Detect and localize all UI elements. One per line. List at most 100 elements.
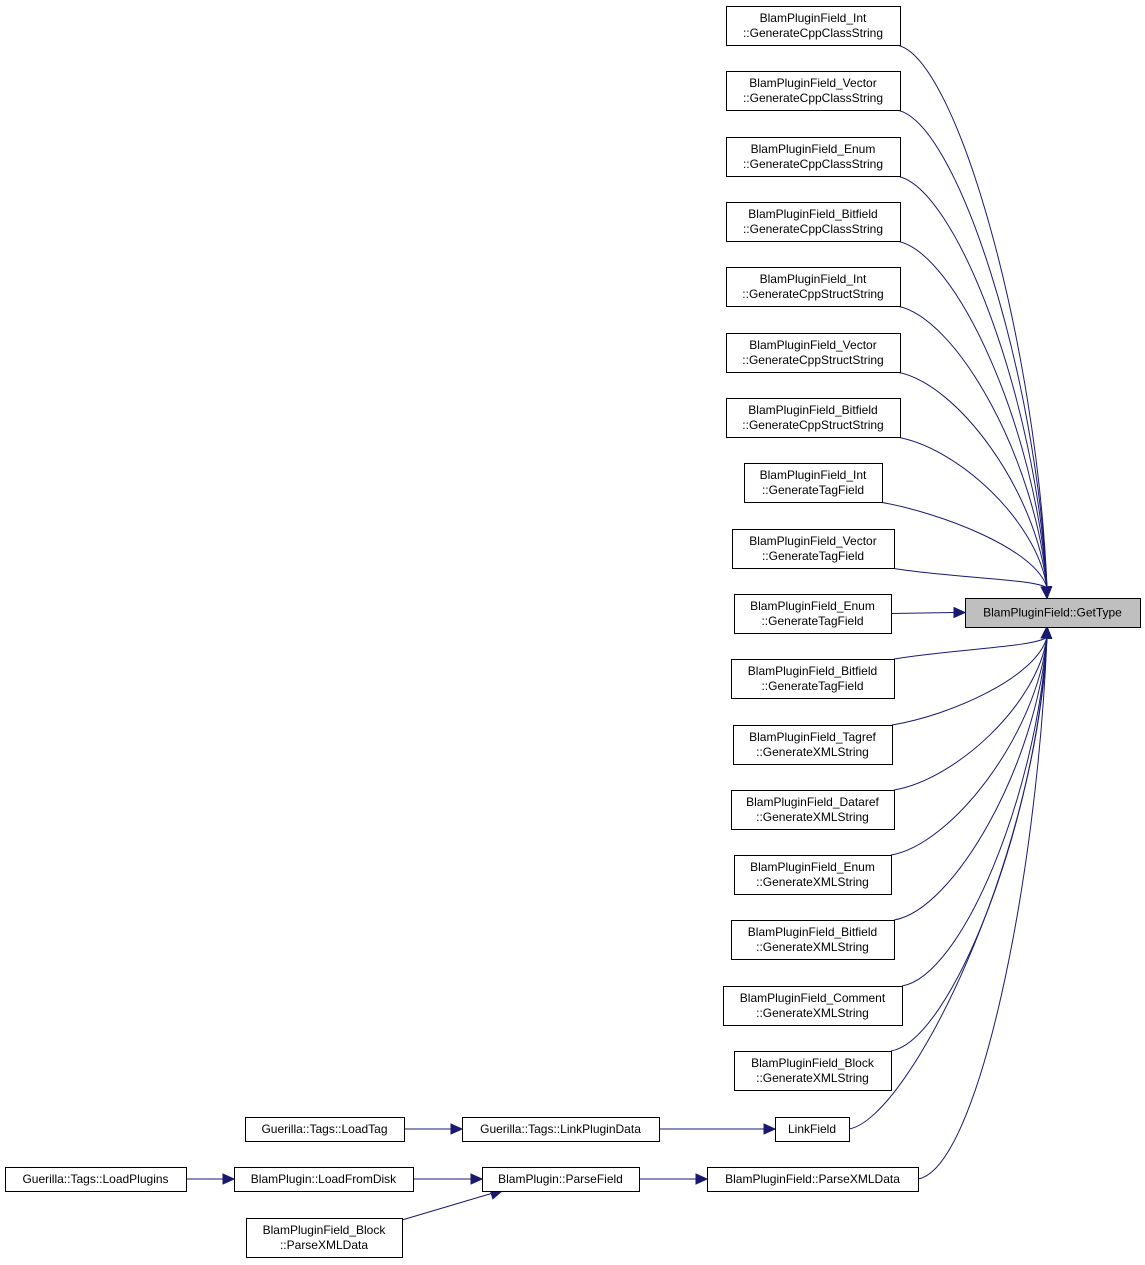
node-label-line: LinkField (788, 1122, 836, 1136)
node-label-line: ::GenerateCppStructString (742, 418, 883, 432)
node-int_class[interactable]: BlamPluginField_Int::GenerateCppClassStr… (726, 6, 901, 46)
node-vector_struct[interactable]: BlamPluginField_Vector::GenerateCppStruc… (726, 333, 901, 373)
node-gettype[interactable]: BlamPluginField::GetType (965, 598, 1141, 628)
node-label-line: ::GenerateXMLString (756, 810, 869, 824)
node-label-line: ::GenerateXMLString (756, 940, 869, 954)
edge-int_struct-to-gettype (896, 305, 1053, 600)
node-label-line: BlamPlugin::LoadFromDisk (251, 1172, 397, 1186)
node-box (744, 463, 883, 503)
node-int_struct[interactable]: BlamPluginField_Int::GenerateCppStructSt… (726, 267, 901, 307)
node-label-line: BlamPluginField_Bitfield (748, 207, 877, 221)
node-box (726, 333, 901, 373)
node-comment_xml[interactable]: BlamPluginField_Comment::GenerateXMLStri… (723, 986, 903, 1026)
node-enum_tag[interactable]: BlamPluginField_Enum::GenerateTagField (734, 594, 892, 634)
node-label-line: BlamPluginField_Bitfield (748, 664, 877, 678)
edge-block_parse-to-parsefield (401, 1188, 504, 1221)
node-bitfield_tag[interactable]: BlamPluginField_Bitfield::GenerateTagFie… (731, 659, 895, 699)
node-label-line: BlamPluginField_Int (760, 272, 867, 286)
node-label-line: ::GenerateCppStructString (742, 353, 883, 367)
edge-loadplugins-to-loadfromdisk (186, 1173, 236, 1185)
node-label-line: BlamPluginField_Bitfield (748, 925, 877, 939)
node-label-line: ::GenerateXMLString (756, 1071, 869, 1085)
node-label-line: ::GenerateTagField (762, 483, 864, 497)
node-label-line: BlamPluginField::GetType (983, 606, 1122, 620)
node-label-line: ::GenerateXMLString (756, 1006, 869, 1020)
edge-int_tag-to-gettype (879, 501, 1053, 600)
edge-loadtag-to-linkplugindata (404, 1123, 464, 1135)
node-label-line: ::GenerateCppClassString (743, 157, 883, 171)
node-box (965, 598, 1141, 628)
node-label-line: Guerilla::Tags::LoadTag (261, 1122, 387, 1136)
node-vector_class[interactable]: BlamPluginField_Vector::GenerateCppClass… (726, 71, 901, 111)
node-parsefield[interactable]: BlamPlugin::ParseField (482, 1167, 640, 1192)
node-box (726, 267, 901, 307)
node-label-line: BlamPluginField_Enum (750, 599, 875, 613)
node-box (707, 1167, 919, 1192)
node-box (734, 1051, 892, 1091)
node-label-line: BlamPluginField_Vector (749, 534, 876, 548)
edge-enum_tag-to-gettype (890, 606, 967, 619)
node-box (726, 6, 901, 46)
node-box (732, 529, 895, 569)
edge-vector_tag-to-gettype (890, 567, 1053, 600)
node-label-line: BlamPluginField_Block (263, 1223, 387, 1237)
node-loadplugins[interactable]: Guerilla::Tags::LoadPlugins (5, 1167, 187, 1192)
node-label-line: ::GenerateXMLString (756, 745, 869, 759)
edge-parsexmldata-to-gettype (917, 625, 1053, 1180)
node-box (734, 855, 892, 895)
node-label-line: ::GenerateTagField (762, 549, 864, 563)
node-box (731, 790, 895, 830)
node-box (245, 1117, 405, 1142)
node-int_tag[interactable]: BlamPluginField_Int::GenerateTagField (744, 463, 883, 503)
node-bitfield_xml[interactable]: BlamPluginField_Bitfield::GenerateXMLStr… (731, 920, 895, 960)
node-tagref_xml[interactable]: BlamPluginField_Tagref::GenerateXMLStrin… (733, 725, 893, 765)
node-dataref_xml[interactable]: BlamPluginField_Dataref::GenerateXMLStri… (731, 790, 895, 830)
node-label-line: BlamPluginField_Vector (749, 76, 876, 90)
node-loadfromdisk[interactable]: BlamPlugin::LoadFromDisk (234, 1167, 414, 1192)
node-loadtag[interactable]: Guerilla::Tags::LoadTag (245, 1117, 405, 1142)
node-label-line: BlamPluginField_Bitfield (748, 403, 877, 417)
node-box (246, 1218, 403, 1258)
node-box (5, 1167, 187, 1192)
node-box (723, 986, 903, 1026)
edge-comment_xml-to-gettype (901, 625, 1053, 987)
edge-parsefield-to-parsexmldata (639, 1173, 709, 1185)
node-bitfield_class[interactable]: BlamPluginField_Bitfield::GenerateCppCla… (726, 202, 901, 242)
node-linkplugindata[interactable]: Guerilla::Tags::LinkPluginData (462, 1117, 660, 1142)
edge-bitfield_struct-to-gettype (896, 436, 1053, 600)
node-box (726, 137, 901, 177)
edge-block_xml-to-gettype (890, 625, 1053, 1052)
node-label-line: BlamPluginField_Block (751, 1056, 875, 1070)
node-label-line: ::GenerateXMLString (756, 875, 869, 889)
node-linkfield[interactable]: LinkField (775, 1117, 850, 1142)
node-label-line: ::GenerateCppClassString (743, 26, 883, 40)
edge-vector_class-to-gettype (896, 109, 1053, 600)
node-label-line: BlamPluginField_Vector (749, 338, 876, 352)
edge-linkplugindata-to-linkfield (659, 1123, 777, 1135)
node-label-line: BlamPluginField_Int (760, 468, 867, 482)
node-label-line: ::GenerateCppClassString (743, 91, 883, 105)
edge-enum_xml-to-gettype (890, 625, 1053, 856)
node-box (462, 1117, 660, 1142)
node-box (731, 659, 895, 699)
node-label-line: BlamPluginField_Enum (751, 142, 876, 156)
nodes-layer: BlamPluginField::GetTypeBlamPluginField_… (5, 6, 1141, 1258)
node-block_parse[interactable]: BlamPluginField_Block::ParseXMLData (246, 1218, 403, 1258)
node-vector_tag[interactable]: BlamPluginField_Vector::GenerateTagField (732, 529, 895, 569)
node-label-line: ::GenerateTagField (761, 679, 863, 693)
edge-bitfield_tag-to-gettype (893, 625, 1053, 660)
node-block_xml[interactable]: BlamPluginField_Block::GenerateXMLString (734, 1051, 892, 1091)
node-box (726, 398, 901, 438)
node-parsexmldata[interactable]: BlamPluginField::ParseXMLData (707, 1167, 919, 1192)
node-box (733, 725, 893, 765)
node-label-line: Guerilla::Tags::LinkPluginData (480, 1122, 641, 1136)
node-bitfield_struct[interactable]: BlamPluginField_Bitfield::GenerateCppStr… (726, 398, 901, 438)
node-label-line: ::GenerateCppStructString (742, 287, 883, 301)
node-enum_class[interactable]: BlamPluginField_Enum::GenerateCppClassSt… (726, 137, 901, 177)
node-label-line: BlamPluginField_Int (760, 11, 867, 25)
edge-loadfromdisk-to-parsefield (413, 1173, 484, 1185)
node-enum_xml[interactable]: BlamPluginField_Enum::GenerateXMLString (734, 855, 892, 895)
node-label-line: BlamPlugin::ParseField (498, 1172, 623, 1186)
